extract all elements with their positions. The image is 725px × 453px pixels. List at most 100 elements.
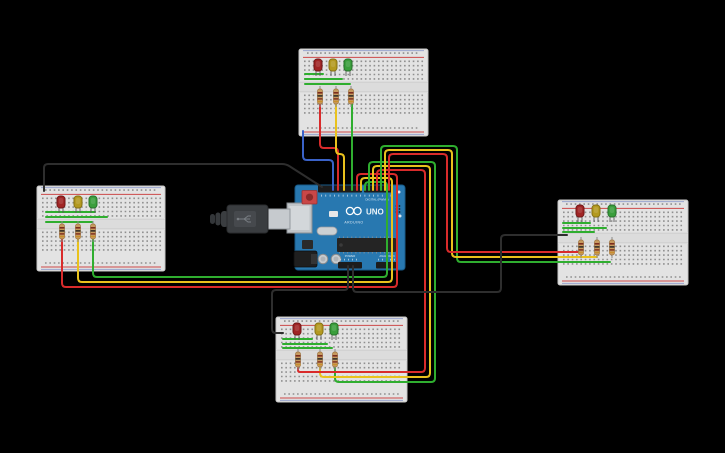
wire-green-right-breadboard[interactable] [380, 145, 611, 263]
icsp-pin [398, 211, 401, 213]
maker-label: ARDUINO [344, 221, 363, 225]
resistor-band [90, 227, 96, 229]
breadboard-right[interactable] [557, 199, 689, 286]
resistor-band [295, 361, 301, 363]
resistor-band [594, 251, 600, 254]
breadboard-left[interactable] [36, 185, 166, 272]
resistor-band [90, 233, 96, 235]
digital-header-label: DIGITAL (PWM~) [365, 198, 388, 202]
resistor-band [609, 251, 615, 254]
wire-yellow-left-breadboard[interactable] [77, 177, 393, 283]
led-green-left[interactable] [88, 195, 98, 213]
led-red-top[interactable] [313, 58, 323, 76]
resistor-band [75, 235, 81, 238]
resistor-left-3[interactable] [90, 221, 96, 242]
resistor-band [594, 243, 600, 245]
usb-cable-rib [221, 211, 228, 227]
led-body [73, 195, 83, 209]
led-body [607, 204, 617, 218]
icsp-pin [398, 205, 401, 207]
wire-red-right-breadboard[interactable] [388, 153, 582, 253]
wire-blue-top-breadboard[interactable] [302, 130, 334, 191]
resistor-left-2[interactable] [75, 221, 81, 242]
digital-header-left [318, 185, 362, 193]
wire-green-left-breadboard[interactable] [92, 181, 388, 278]
resistor-right-1[interactable] [578, 237, 584, 258]
wire-yellow-right-breadboard[interactable] [384, 149, 598, 258]
resistor-top-3[interactable] [348, 86, 354, 107]
resistor-band [317, 363, 323, 366]
resistor-band [578, 246, 584, 248]
mounting-hole [397, 190, 401, 194]
resistor-band [59, 233, 65, 235]
resistor-band [609, 249, 615, 251]
resistor-band [332, 363, 338, 366]
resistor-band [317, 92, 323, 94]
wire-black-ground-right-breadboard[interactable] [352, 234, 568, 293]
wire-black-ground-bottom-breadboard[interactable] [271, 265, 349, 334]
led-green-right[interactable] [607, 204, 617, 222]
led-red-bottom[interactable] [292, 322, 302, 340]
led-body [292, 322, 302, 336]
usb-port-top [289, 206, 310, 230]
resistor-band [348, 100, 354, 103]
led-red-left[interactable] [56, 195, 66, 213]
led-body [313, 58, 323, 72]
reset-button[interactable] [301, 190, 318, 205]
resistor-bottom-3[interactable] [332, 349, 338, 370]
wire-red-top-breadboard[interactable] [319, 102, 339, 191]
resistor-band [332, 361, 338, 363]
resistor-top-1[interactable] [317, 86, 323, 107]
resistor-band [333, 92, 339, 94]
power-header-label: POWER [345, 254, 356, 258]
led-green-top[interactable] [343, 58, 353, 76]
led-yellow-left[interactable] [73, 195, 83, 213]
led-body [329, 322, 339, 336]
tx-rx-leds [329, 211, 338, 217]
led-body [343, 58, 353, 72]
led-body [591, 204, 601, 218]
resistor-band [317, 95, 323, 97]
resistor-bottom-2[interactable] [317, 349, 323, 370]
resistor-band [295, 358, 301, 360]
led-red-right[interactable] [575, 204, 585, 222]
led-green-bottom[interactable] [329, 322, 339, 340]
power-header [338, 262, 362, 269]
led-yellow-right[interactable] [591, 204, 601, 222]
wire-layer [43, 73, 611, 383]
wire-red-left-breadboard[interactable] [61, 173, 398, 288]
resistor-top-2[interactable] [333, 86, 339, 107]
wire-red-bottom-breadboard[interactable] [297, 169, 426, 373]
resistor-band [578, 243, 584, 245]
resistor-band [317, 358, 323, 360]
resistor-bottom-1[interactable] [295, 349, 301, 370]
resistor-band [317, 355, 323, 357]
resistor-band [75, 230, 81, 232]
resistor-right-2[interactable] [594, 237, 600, 258]
resistor-band [578, 249, 584, 251]
resistor-right-3[interactable] [609, 237, 615, 258]
mounting-hole [398, 214, 402, 218]
wire-green-bottom-breadboard[interactable] [334, 161, 436, 383]
resistor-band [295, 363, 301, 366]
led-yellow-top[interactable] [328, 58, 338, 76]
resistor-band [333, 95, 339, 97]
wire-black-ground-left-breadboard[interactable] [43, 163, 323, 192]
led-body [575, 204, 585, 218]
wire-yellow-bottom-breadboard[interactable] [319, 165, 431, 378]
led-body [328, 58, 338, 72]
led-body [56, 195, 66, 209]
usb-plug[interactable] [210, 204, 291, 234]
resistor-band [332, 358, 338, 360]
crystal-oscillator [316, 226, 338, 236]
resistor-band [90, 235, 96, 238]
resistor-band [348, 95, 354, 97]
resistor-left-1[interactable] [59, 221, 65, 242]
wire-yellow-top-breadboard[interactable] [335, 102, 345, 191]
resistor-band [332, 355, 338, 357]
resistor-band [59, 230, 65, 232]
led-yellow-bottom[interactable] [314, 322, 324, 340]
resistor-band [317, 98, 323, 100]
